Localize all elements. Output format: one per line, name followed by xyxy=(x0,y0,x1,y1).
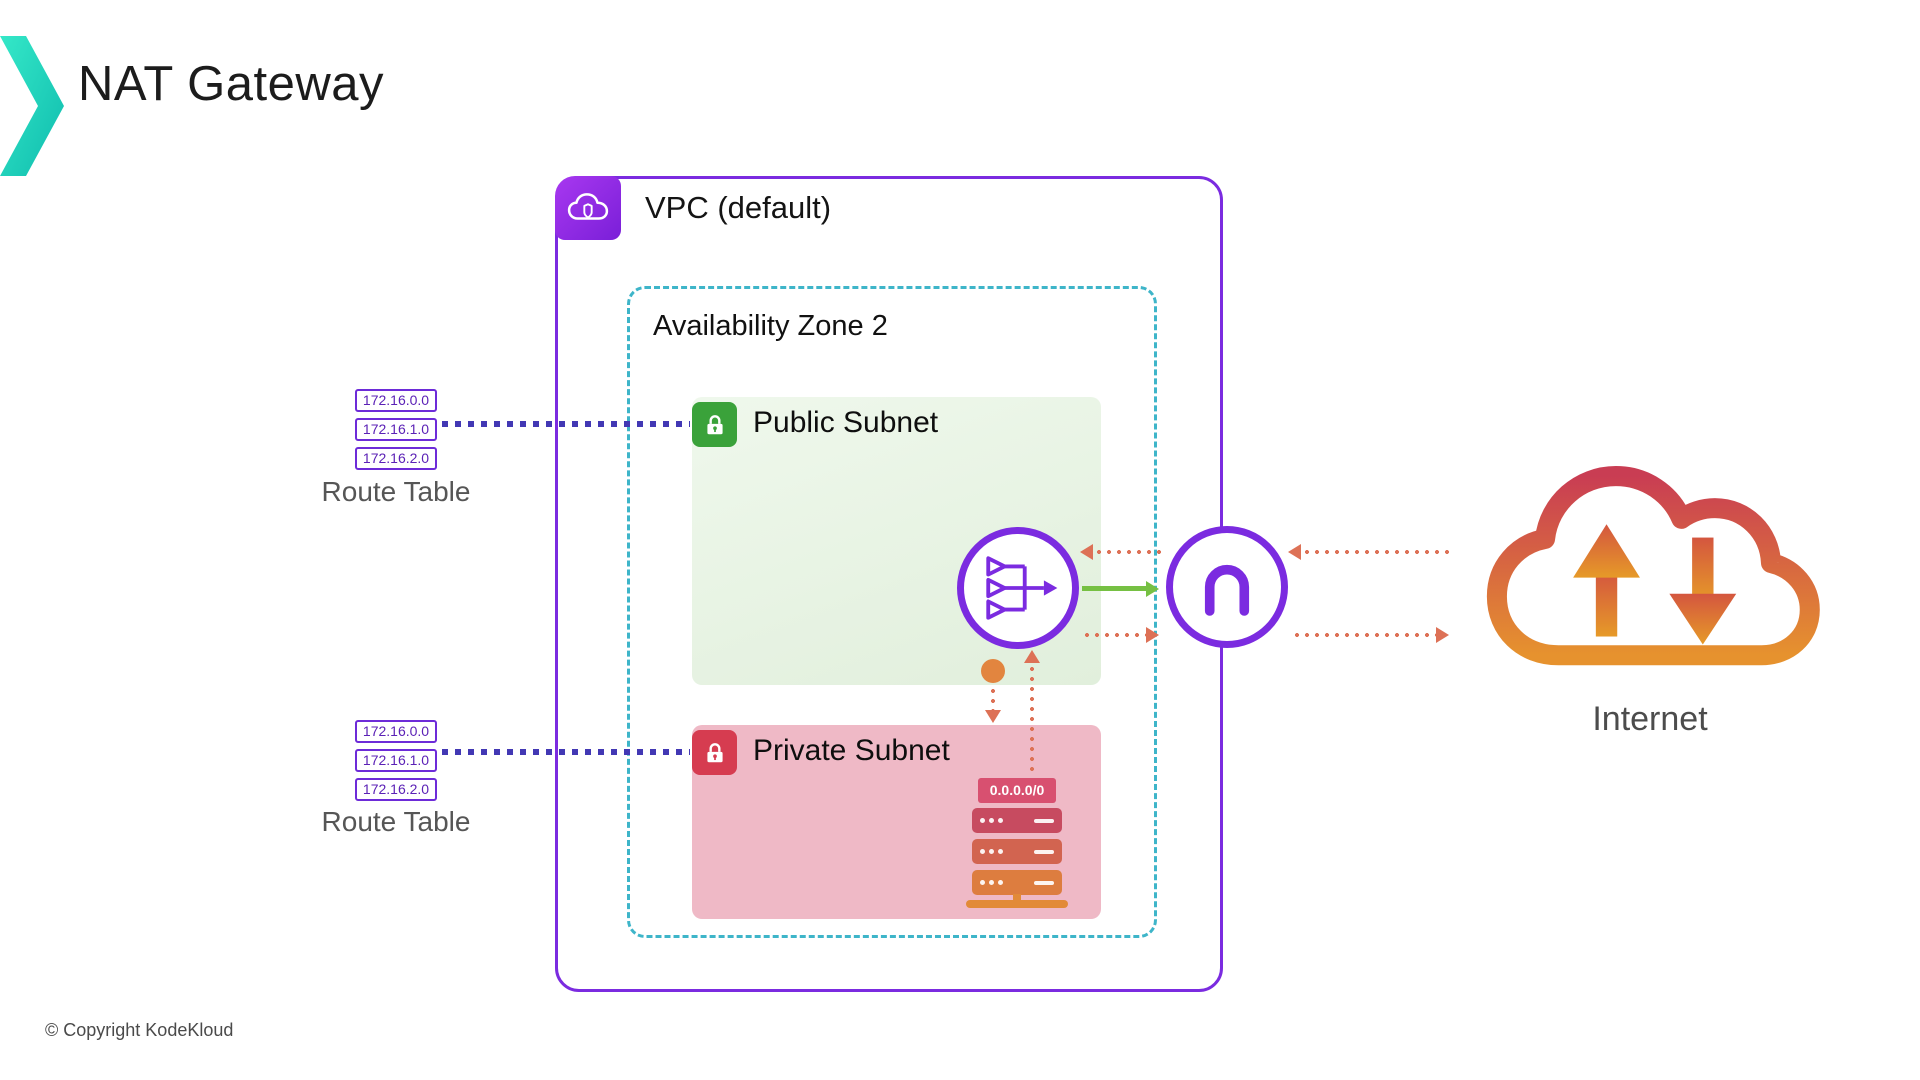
server-stack-base xyxy=(966,900,1068,908)
arrow-igw-to-internet xyxy=(1436,627,1449,643)
route-entry: 172.16.2.0 xyxy=(355,447,437,470)
private-subnet-lock-badge xyxy=(692,730,737,775)
route-entry: 172.16.1.0 xyxy=(355,749,437,772)
route-table-public: 172.16.0.0 172.16.1.0 172.16.2.0 xyxy=(355,389,437,476)
private-subnet-label: Private Subnet xyxy=(753,734,950,767)
route-entry: 172.16.0.0 xyxy=(355,389,437,412)
download-arrow-icon xyxy=(1669,537,1737,645)
route-entry: 172.16.2.0 xyxy=(355,778,437,801)
connector-dot-icon xyxy=(981,659,1005,683)
route-entry: 172.16.0.0 xyxy=(355,720,437,743)
availability-zone-container xyxy=(627,286,1157,938)
route-entry: 172.16.1.0 xyxy=(355,418,437,441)
arrow-router-to-igw xyxy=(1146,627,1159,643)
route-table-private-label: Route Table xyxy=(321,806,471,837)
server-stack-icon xyxy=(972,870,1062,895)
copyright-text: © Copyright KodeKloud xyxy=(45,1020,234,1040)
server-stack-icon xyxy=(972,808,1062,833)
internet-label: Internet xyxy=(1592,700,1708,738)
arrow-internet-to-igw xyxy=(1288,544,1301,560)
arrow-private-to-router-line xyxy=(1030,664,1034,776)
arrow-igw-to-internet-line xyxy=(1292,633,1436,637)
public-subnet-label: Public Subnet xyxy=(753,406,939,439)
route-table-private: 172.16.0.0 172.16.1.0 172.16.2.0 xyxy=(355,720,437,807)
arrow-to-private-subnet xyxy=(985,710,1001,723)
vpc-cloud-shield-icon xyxy=(567,193,609,220)
availability-zone-label: Availability Zone 2 xyxy=(653,310,888,342)
internet-cloud-icon xyxy=(1486,466,1820,666)
arrow-router-to-igw-line xyxy=(1082,633,1146,637)
route-destination-badge: 0.0.0.0/0 xyxy=(978,778,1056,803)
internet-gateway-icon xyxy=(1204,564,1250,616)
arrow-igw-to-router-line xyxy=(1094,550,1162,554)
internet-gateway-node xyxy=(1166,526,1288,648)
route-association-line-public xyxy=(442,421,690,427)
page-title: NAT Gateway xyxy=(78,57,384,111)
lock-icon xyxy=(706,414,723,434)
nat-router-node xyxy=(957,527,1079,649)
route-table-public-label: Route Table xyxy=(321,476,471,507)
public-subnet-lock-badge xyxy=(692,402,737,447)
upload-arrow-icon xyxy=(1573,524,1640,637)
arrow-private-to-router xyxy=(1024,650,1040,663)
title-chevron-icon xyxy=(0,36,64,176)
server-stack-icon xyxy=(972,839,1062,864)
arrow-to-private-subnet-line xyxy=(991,686,995,712)
router-icon xyxy=(986,556,1058,620)
route-association-line-private xyxy=(442,749,690,755)
vpc-label: VPC (default) xyxy=(645,190,832,225)
arrow-igw-to-router xyxy=(1080,544,1093,560)
arrow-router-to-igw-green-line xyxy=(1082,586,1146,591)
vpc-badge xyxy=(555,176,621,240)
arrow-internet-to-igw-line xyxy=(1302,550,1450,554)
server-stack-stem xyxy=(1013,894,1021,901)
arrow-router-to-igw-green xyxy=(1146,581,1159,597)
lock-icon xyxy=(706,742,723,762)
